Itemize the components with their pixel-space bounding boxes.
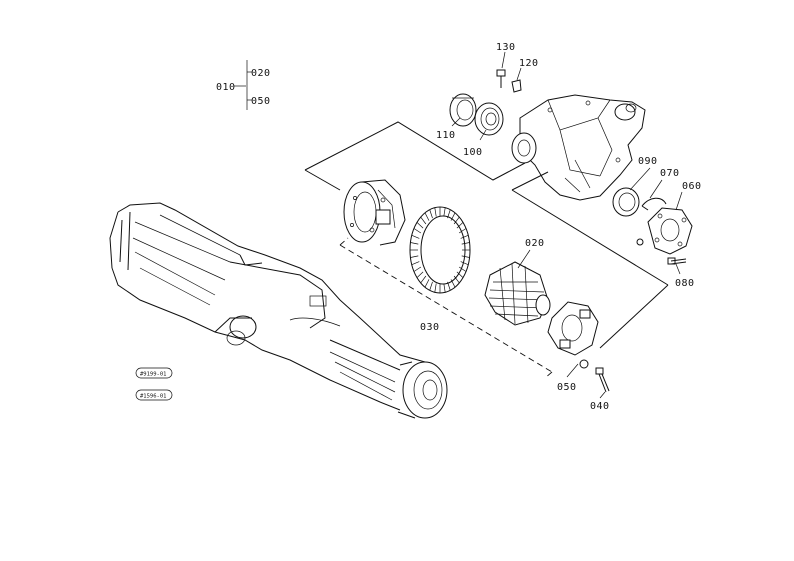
- gear-tooth: [453, 275, 460, 284]
- callout-030: 030: [420, 322, 440, 333]
- callout-020: 020: [525, 238, 545, 249]
- axle-housing: [109, 202, 448, 419]
- bearing-090: [612, 187, 640, 217]
- clip-120: [511, 79, 522, 93]
- stamp-badge-2: [135, 389, 173, 401]
- assembly-bracket-lines: [304, 121, 669, 379]
- gear-tooth: [416, 222, 424, 229]
- bolt-080: [667, 257, 687, 265]
- gear-tooth: [429, 281, 433, 291]
- stamp-1: #9199-01: [140, 372, 167, 378]
- gear-tooth: [450, 212, 456, 221]
- gear-housing: [511, 94, 646, 201]
- gear-tooth: [447, 209, 451, 219]
- gear-tooth: [420, 275, 427, 284]
- gear-tooth: [460, 234, 469, 239]
- gear-tooth: [413, 266, 422, 272]
- gear-tooth: [424, 279, 430, 288]
- bevel-gear: [484, 261, 551, 326]
- gear-tooth: [458, 266, 467, 272]
- bolt-130: [496, 69, 506, 88]
- flange-060: [636, 207, 693, 255]
- gear-tooth: [424, 212, 430, 221]
- gear-tooth: [460, 261, 469, 266]
- gear-tooth: [429, 209, 433, 219]
- gear-tooth: [456, 271, 464, 278]
- callout-010: 010: [216, 82, 236, 93]
- gear-tooth: [411, 261, 420, 266]
- leader-lines: [234, 51, 683, 399]
- callout-050: 050: [557, 382, 577, 393]
- revision-stamps: #9199-01 #1596-01: [135, 367, 173, 401]
- gear-tooth: [461, 255, 470, 258]
- flange-yoke: [547, 301, 599, 369]
- gear-tooth: [450, 279, 456, 288]
- differential-case: [343, 179, 406, 246]
- callout-130: 130: [496, 42, 516, 53]
- ring-gear: [409, 206, 471, 294]
- callout-050-top: 050: [251, 96, 271, 107]
- gear-tooth: [456, 222, 464, 229]
- gear-tooth: [461, 242, 470, 245]
- gear-tooth: [434, 207, 437, 217]
- gear-tooth: [416, 271, 424, 278]
- bolt-040: [595, 367, 610, 393]
- bearing-100: [474, 102, 504, 136]
- gear-tooth: [447, 281, 451, 291]
- callout-020-top: 020: [251, 68, 271, 79]
- gear-tooth: [443, 207, 446, 217]
- gear-tooth: [434, 283, 437, 293]
- gear-tooth: [443, 283, 446, 293]
- snap-ring-070: [641, 197, 667, 211]
- gear-tooth: [410, 242, 419, 245]
- oil-seal-110: [449, 93, 477, 127]
- gear-tooth: [458, 228, 467, 234]
- callout-110: 110: [436, 130, 456, 141]
- gear-tooth: [420, 216, 427, 225]
- callout-100: 100: [463, 147, 483, 158]
- gear-tooth: [453, 216, 460, 225]
- callout-120: 120: [519, 58, 539, 69]
- callout-labels: 010 020 050 130 120 110 100 090 070 060 …: [216, 42, 702, 412]
- callout-070: 070: [660, 168, 680, 179]
- stamp-badge-1: [135, 367, 173, 379]
- gear-tooth: [411, 234, 420, 239]
- callout-040: 040: [590, 401, 610, 412]
- stamp-2: #1596-01: [140, 394, 167, 400]
- gear-tooth: [410, 255, 419, 258]
- gear-tooth: [413, 228, 422, 234]
- callout-080: 080: [675, 278, 695, 289]
- callout-090: 090: [638, 156, 658, 167]
- callout-060: 060: [682, 181, 702, 192]
